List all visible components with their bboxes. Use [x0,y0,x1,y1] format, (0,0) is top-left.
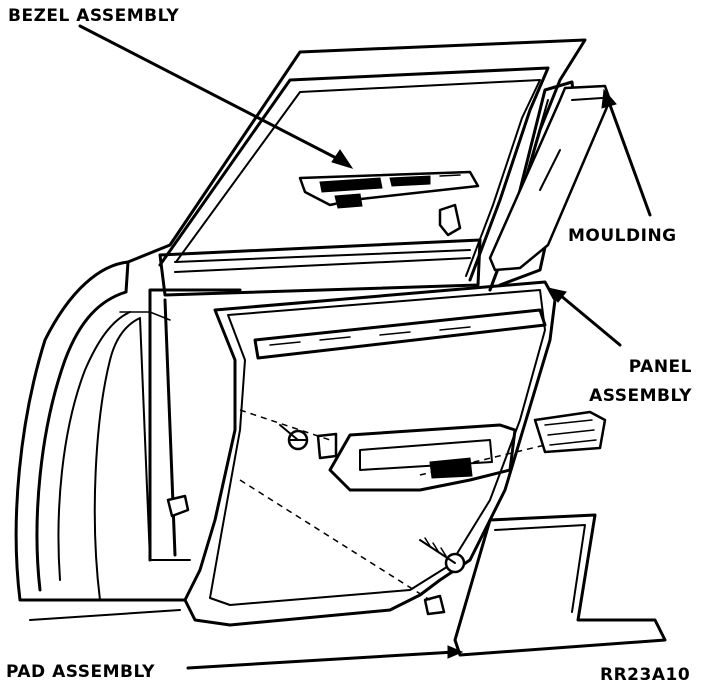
pad-assembly [453,513,667,657]
door-inner-contour [35,260,130,592]
label-moulding: MOULDING [568,226,677,246]
label-panel-line2: ASSEMBLY [589,386,692,406]
panel-leader [558,293,622,347]
screw-upper [279,424,309,451]
moulding-leader [608,103,652,217]
door-frame-outline [14,38,587,602]
label-bezel-assembly: BEZEL ASSEMBLY [8,6,180,26]
label-pad-assembly: PAD ASSEMBLY [6,662,155,682]
screw-lower [419,537,466,574]
label-panel-line1: PANEL [628,357,692,377]
window-channel [158,238,482,297]
window-frame-inner [158,66,550,282]
moulding-strip [488,84,612,272]
inner-opening [148,288,242,562]
lock-knob [438,203,462,237]
armrest [328,423,517,492]
clip-bottom [423,594,446,616]
bezel-leader [78,24,342,162]
panel-assembly [183,280,557,627]
clip-left [166,494,190,518]
figure-code: RR23A10 [600,665,691,685]
pad-leader [186,650,457,670]
clip-center [316,432,338,460]
